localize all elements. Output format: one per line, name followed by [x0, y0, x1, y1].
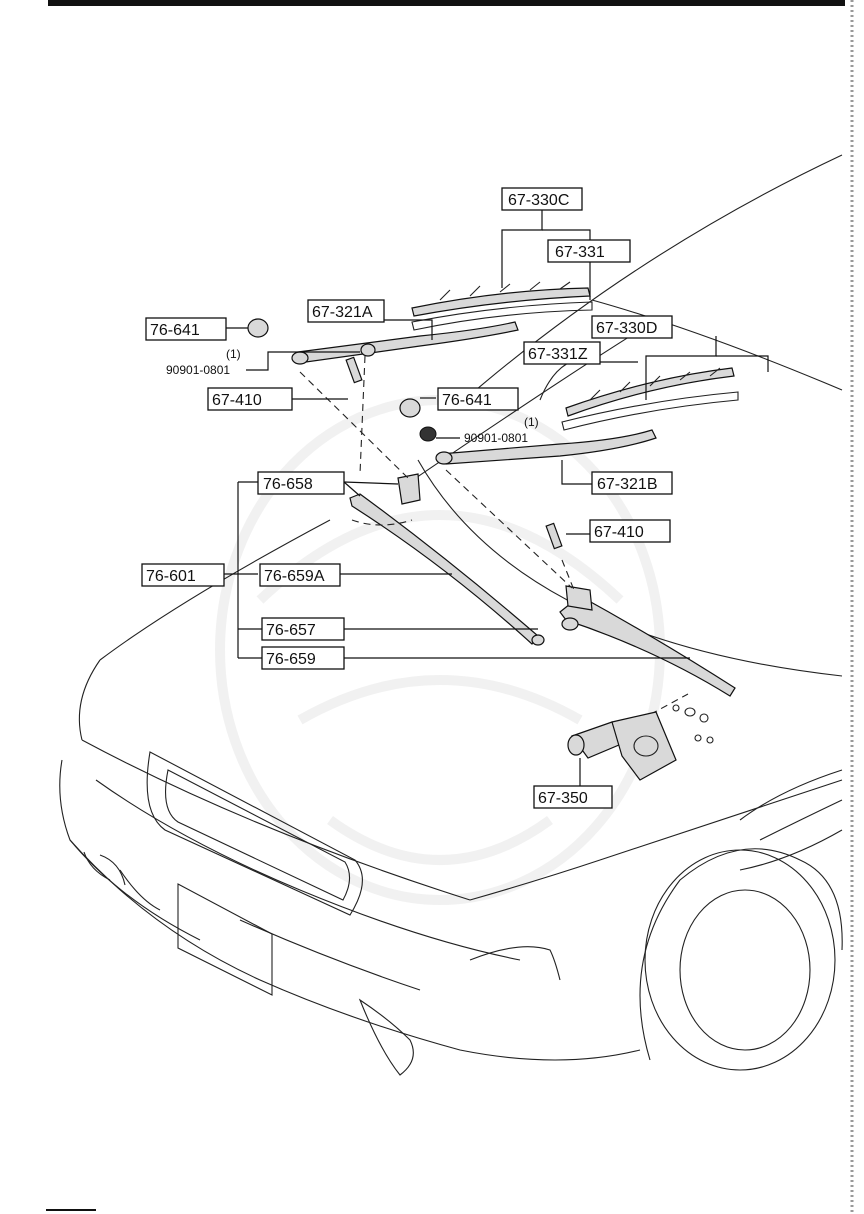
label-text: 76-659	[266, 651, 316, 668]
label-text: 76-641	[442, 392, 492, 409]
linkage-rod-76-659	[559, 595, 736, 697]
label-76-659A: 76-659A	[259, 563, 341, 587]
leader-lines	[224, 208, 769, 786]
label-text: 67-330D	[596, 320, 657, 337]
bolt-right	[545, 522, 563, 550]
label-text: 67-410	[594, 524, 644, 541]
label-90901-0801-right: 90901-0801	[464, 431, 528, 445]
top-border-bar	[48, 0, 845, 6]
label-text: 76-658	[263, 476, 313, 493]
label-76-657: 76-657	[261, 617, 345, 641]
label-text: 67-410	[212, 392, 262, 409]
arm-nut-left	[360, 343, 376, 357]
wiper-motor	[567, 704, 714, 781]
label-76-641-left: 76-641	[145, 317, 227, 341]
label-67-410-right: 67-410	[589, 519, 671, 543]
pivot-link-right	[565, 585, 593, 611]
pivot-link-left	[397, 473, 421, 505]
wiper-blade-right	[561, 367, 739, 431]
label-76-601: 76-601	[141, 563, 225, 587]
label-67-331: 67-331	[547, 239, 631, 263]
label-text: 67-330C	[508, 192, 569, 209]
arm-cap-left	[247, 318, 269, 338]
label-76-658: 76-658	[257, 471, 345, 495]
qty-left: (1)	[226, 347, 241, 361]
label-67-350: 67-350	[533, 785, 613, 809]
label-text: 67-321B	[597, 476, 658, 493]
wiper-arm-left	[291, 321, 519, 365]
label-text: 76-641	[150, 322, 200, 339]
wiper-blade-left	[411, 281, 593, 331]
label-67-330D: 67-330D	[591, 315, 673, 339]
arm-cap-right	[399, 398, 421, 418]
pivot-joint	[561, 617, 579, 631]
wheel-rim	[679, 889, 811, 1051]
label-76-659: 76-659	[261, 646, 345, 670]
label-67-330C: 67-330C	[501, 187, 583, 211]
link-bushing	[531, 634, 545, 646]
arm-nut-right	[419, 426, 437, 442]
label-67-321B: 67-321B	[591, 471, 673, 495]
label-text: 76-601	[146, 568, 196, 585]
label-67-321A: 67-321A	[307, 299, 385, 323]
label-67-410-left: 67-410	[207, 387, 293, 411]
label-text: 67-321A	[312, 304, 373, 321]
label-text: 67-331	[555, 244, 605, 261]
label-text: 67-350	[538, 790, 588, 807]
label-67-331Z: 67-331Z	[523, 341, 601, 365]
label-text: 67-331Z	[528, 346, 588, 363]
label-text: 76-659A	[264, 568, 325, 585]
label-90901-0801-left: 90901-0801	[166, 363, 230, 377]
car-body-outline	[59, 154, 843, 1076]
qty-right: (1)	[524, 415, 539, 429]
label-text: 76-657	[266, 622, 316, 639]
wiper-arm-right	[435, 429, 657, 465]
label-76-641-right: 76-641	[437, 387, 519, 411]
bolt-left	[345, 356, 363, 384]
front-tire	[644, 849, 836, 1071]
